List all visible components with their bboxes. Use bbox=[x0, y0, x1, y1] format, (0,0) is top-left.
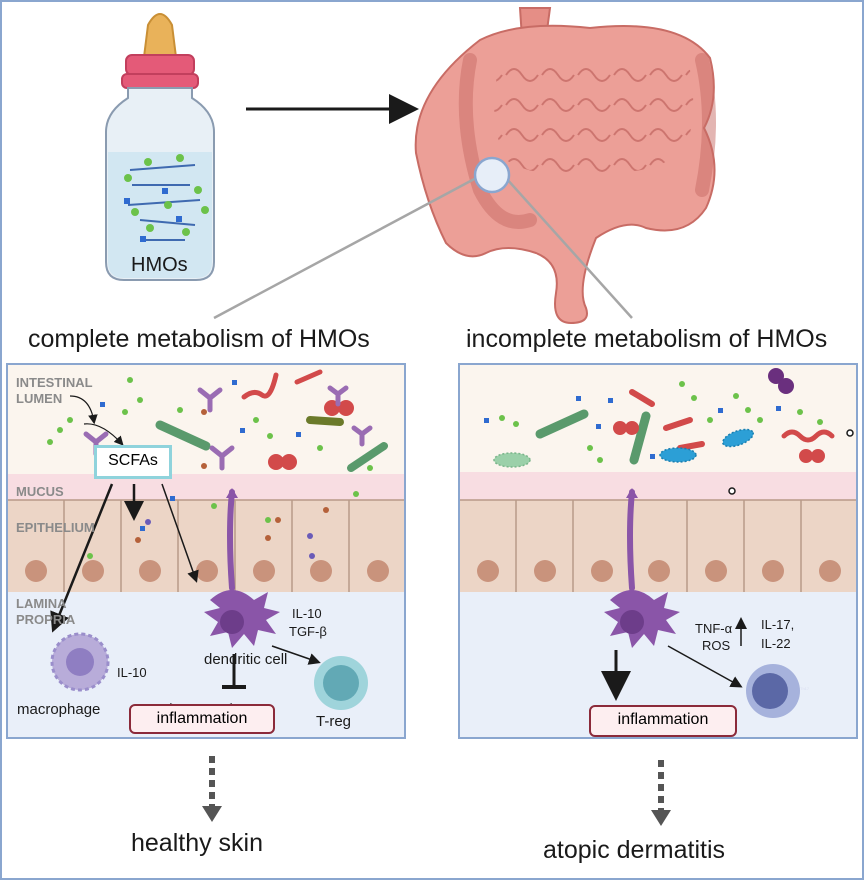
left-heading: complete metabolism of HMOs bbox=[28, 325, 370, 353]
treg-cell-icon bbox=[314, 656, 368, 710]
right-dc-cytokine-1: TNF-α bbox=[695, 621, 733, 636]
bottle-label: HMOs bbox=[131, 254, 188, 276]
th17-cell-icon bbox=[746, 664, 800, 718]
zoom-line-right bbox=[505, 177, 633, 319]
zoom-circle bbox=[473, 156, 511, 194]
macrophage-icon bbox=[50, 632, 110, 692]
th17-label: Th17 bbox=[800, 686, 810, 691]
right-panel bbox=[458, 363, 858, 826]
th-cytokine-2: IL-22 bbox=[761, 636, 791, 651]
layer-label-epithelium: EPITHELIUM bbox=[16, 520, 95, 535]
layer-label-lumen: INTESTINAL LUMEN bbox=[16, 375, 93, 406]
dendritic-cell-right-icon bbox=[604, 488, 680, 648]
right-dc-cytokine-2: ROS bbox=[702, 638, 731, 653]
baby-bottle-icon bbox=[105, 13, 215, 281]
dc-cytokine-1: IL-10 bbox=[292, 606, 322, 621]
outcome-atopic-dermatitis: atopic dermatitis bbox=[543, 836, 726, 864]
th-cytokine-1: IL-17, bbox=[761, 617, 795, 632]
zoom-line-left bbox=[213, 175, 479, 320]
dc-cytokine-2: TGF-β bbox=[289, 624, 327, 639]
right-heading: incomplete metabolism of HMOs bbox=[466, 325, 828, 353]
layer-label-mucus: MUCUS bbox=[16, 484, 64, 499]
outcome-healthy-skin: healthy skin bbox=[131, 829, 264, 857]
macrophage-il10-label: IL-10 bbox=[117, 665, 147, 680]
intestine-icon bbox=[414, 7, 716, 325]
treg-label: T-reg bbox=[316, 713, 352, 730]
inflammation-box-right: inflammation bbox=[589, 705, 737, 737]
dendritic-cell-left-icon bbox=[204, 488, 280, 648]
macrophage-label: macrophage bbox=[17, 701, 101, 718]
layer-label-lamina: LAMINA PROPRIA bbox=[16, 596, 76, 627]
dendritic-cell-label: dendritic cell bbox=[204, 651, 288, 668]
inflammation-box-left: inflammation bbox=[129, 704, 275, 734]
scfas-box: SCFAs bbox=[94, 445, 172, 479]
left-panel bbox=[6, 363, 406, 822]
